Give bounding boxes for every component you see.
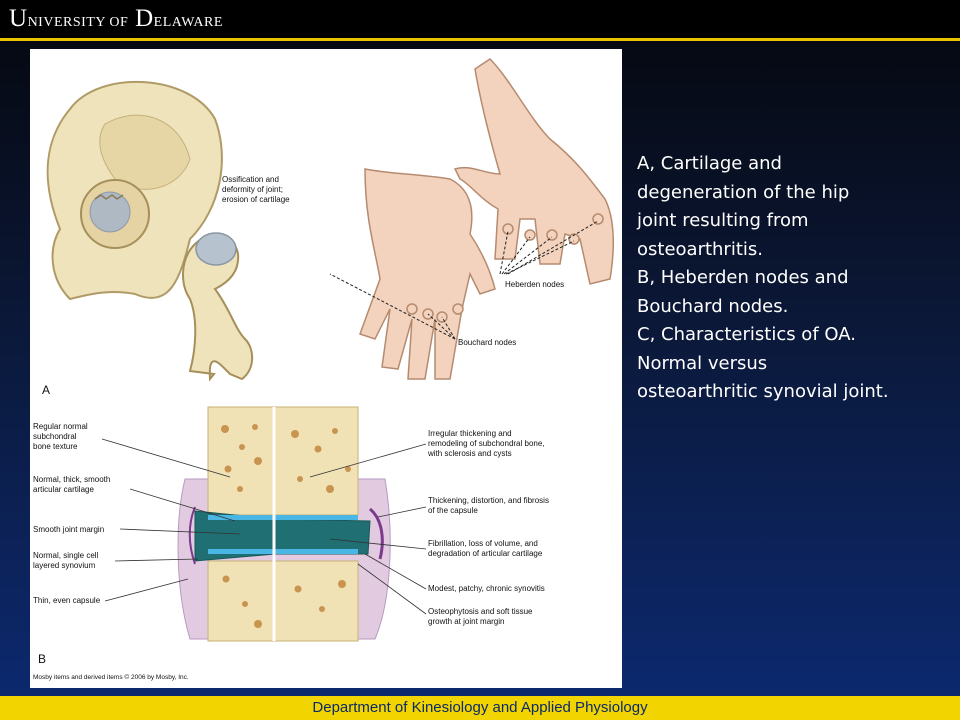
header-divider: [0, 38, 960, 41]
right-leader-lines: [309, 443, 427, 615]
left-label-line: Normal, thick, smooth: [33, 475, 110, 484]
right-labels: Irregular thickening and remodeling of s…: [427, 429, 549, 626]
university-logo: UNIVERSITY OF DELAWARE: [9, 5, 223, 32]
bone-pores: [221, 424, 351, 628]
right-label-line: remodeling of subchondral bone,: [428, 439, 545, 448]
hip-label-line: Ossification and: [222, 175, 279, 184]
footer-bar: Department of Kinesiology and Applied Ph…: [0, 696, 960, 720]
figure-illustration: Ossification and deformity of joint; ero…: [33, 58, 615, 681]
right-label-line: growth at joint margin: [428, 617, 504, 626]
left-leader-lines: [101, 438, 241, 602]
hip-bone-illustration: [46, 80, 223, 301]
joint-cross-section: [177, 406, 391, 642]
femur-illustration: [182, 232, 254, 382]
caption-line: degeneration of the hip: [637, 181, 850, 203]
node-pointer-lines: [329, 220, 599, 340]
left-label-line: Regular normal: [33, 422, 88, 431]
header-bar: UNIVERSITY OF DELAWARE: [0, 0, 960, 38]
caption-line: Normal versus: [637, 352, 768, 374]
left-label-line: subchondral: [33, 432, 77, 441]
left-label-line: Smooth joint margin: [33, 525, 104, 534]
panel-b-label: B: [38, 652, 46, 666]
caption-line: joint resulting from: [637, 210, 809, 231]
caption-line: A, Cartilage and: [637, 153, 782, 174]
footer-text: Department of Kinesiology and Applied Ph…: [312, 699, 648, 716]
bouchard-label: Bouchard nodes: [458, 338, 516, 347]
hip-label: Ossification and deformity of joint; ero…: [222, 175, 290, 204]
hip-label-line: deformity of joint;: [222, 185, 283, 194]
caption-line: Bouchard nodes.: [637, 295, 789, 317]
right-label-line: Fibrillation, loss of volume, and: [428, 539, 538, 548]
left-label-line: bone texture: [33, 442, 78, 451]
right-label-line: Irregular thickening and: [428, 429, 512, 438]
panel-a-label: A: [42, 383, 50, 397]
copyright-text: Mosby items and derived items © 2006 by …: [33, 673, 189, 681]
hand-bouchard-illustration: [359, 168, 496, 380]
right-label-line: Osteophytosis and soft tissue: [428, 607, 533, 616]
caption-text: A, Cartilage and degeneration of the hip…: [637, 150, 937, 407]
left-label-line: Thin, even capsule: [33, 596, 101, 605]
left-label-line: Normal, single cell: [33, 551, 99, 560]
caption-line: C, Characteristics of OA.: [637, 324, 856, 345]
right-label-line: Thickening, distortion, and fibrosis: [428, 496, 549, 505]
caption-line: osteoarthritis.: [637, 238, 763, 260]
heberden-label: Heberden nodes: [505, 280, 564, 289]
hip-label-line: erosion of cartilage: [222, 195, 290, 204]
right-label-line: Modest, patchy, chronic synovitis: [428, 584, 545, 593]
hand-heberden-illustration: [453, 58, 615, 285]
right-label-line: with sclerosis and cysts: [427, 449, 512, 458]
medical-figure: Ossification and deformity of joint; ero…: [30, 49, 622, 688]
left-label-line: articular cartilage: [33, 485, 94, 494]
right-label-line: degradation of articular cartilage: [428, 549, 543, 558]
left-label-line: layered synovium: [33, 561, 96, 570]
caption-line: osteoarthritic synovial joint.: [637, 381, 889, 402]
caption-line: B, Heberden nodes and: [637, 267, 849, 288]
left-labels: Regular normal subchondral bone texture …: [33, 422, 110, 605]
right-label-line: of the capsule: [428, 506, 478, 515]
